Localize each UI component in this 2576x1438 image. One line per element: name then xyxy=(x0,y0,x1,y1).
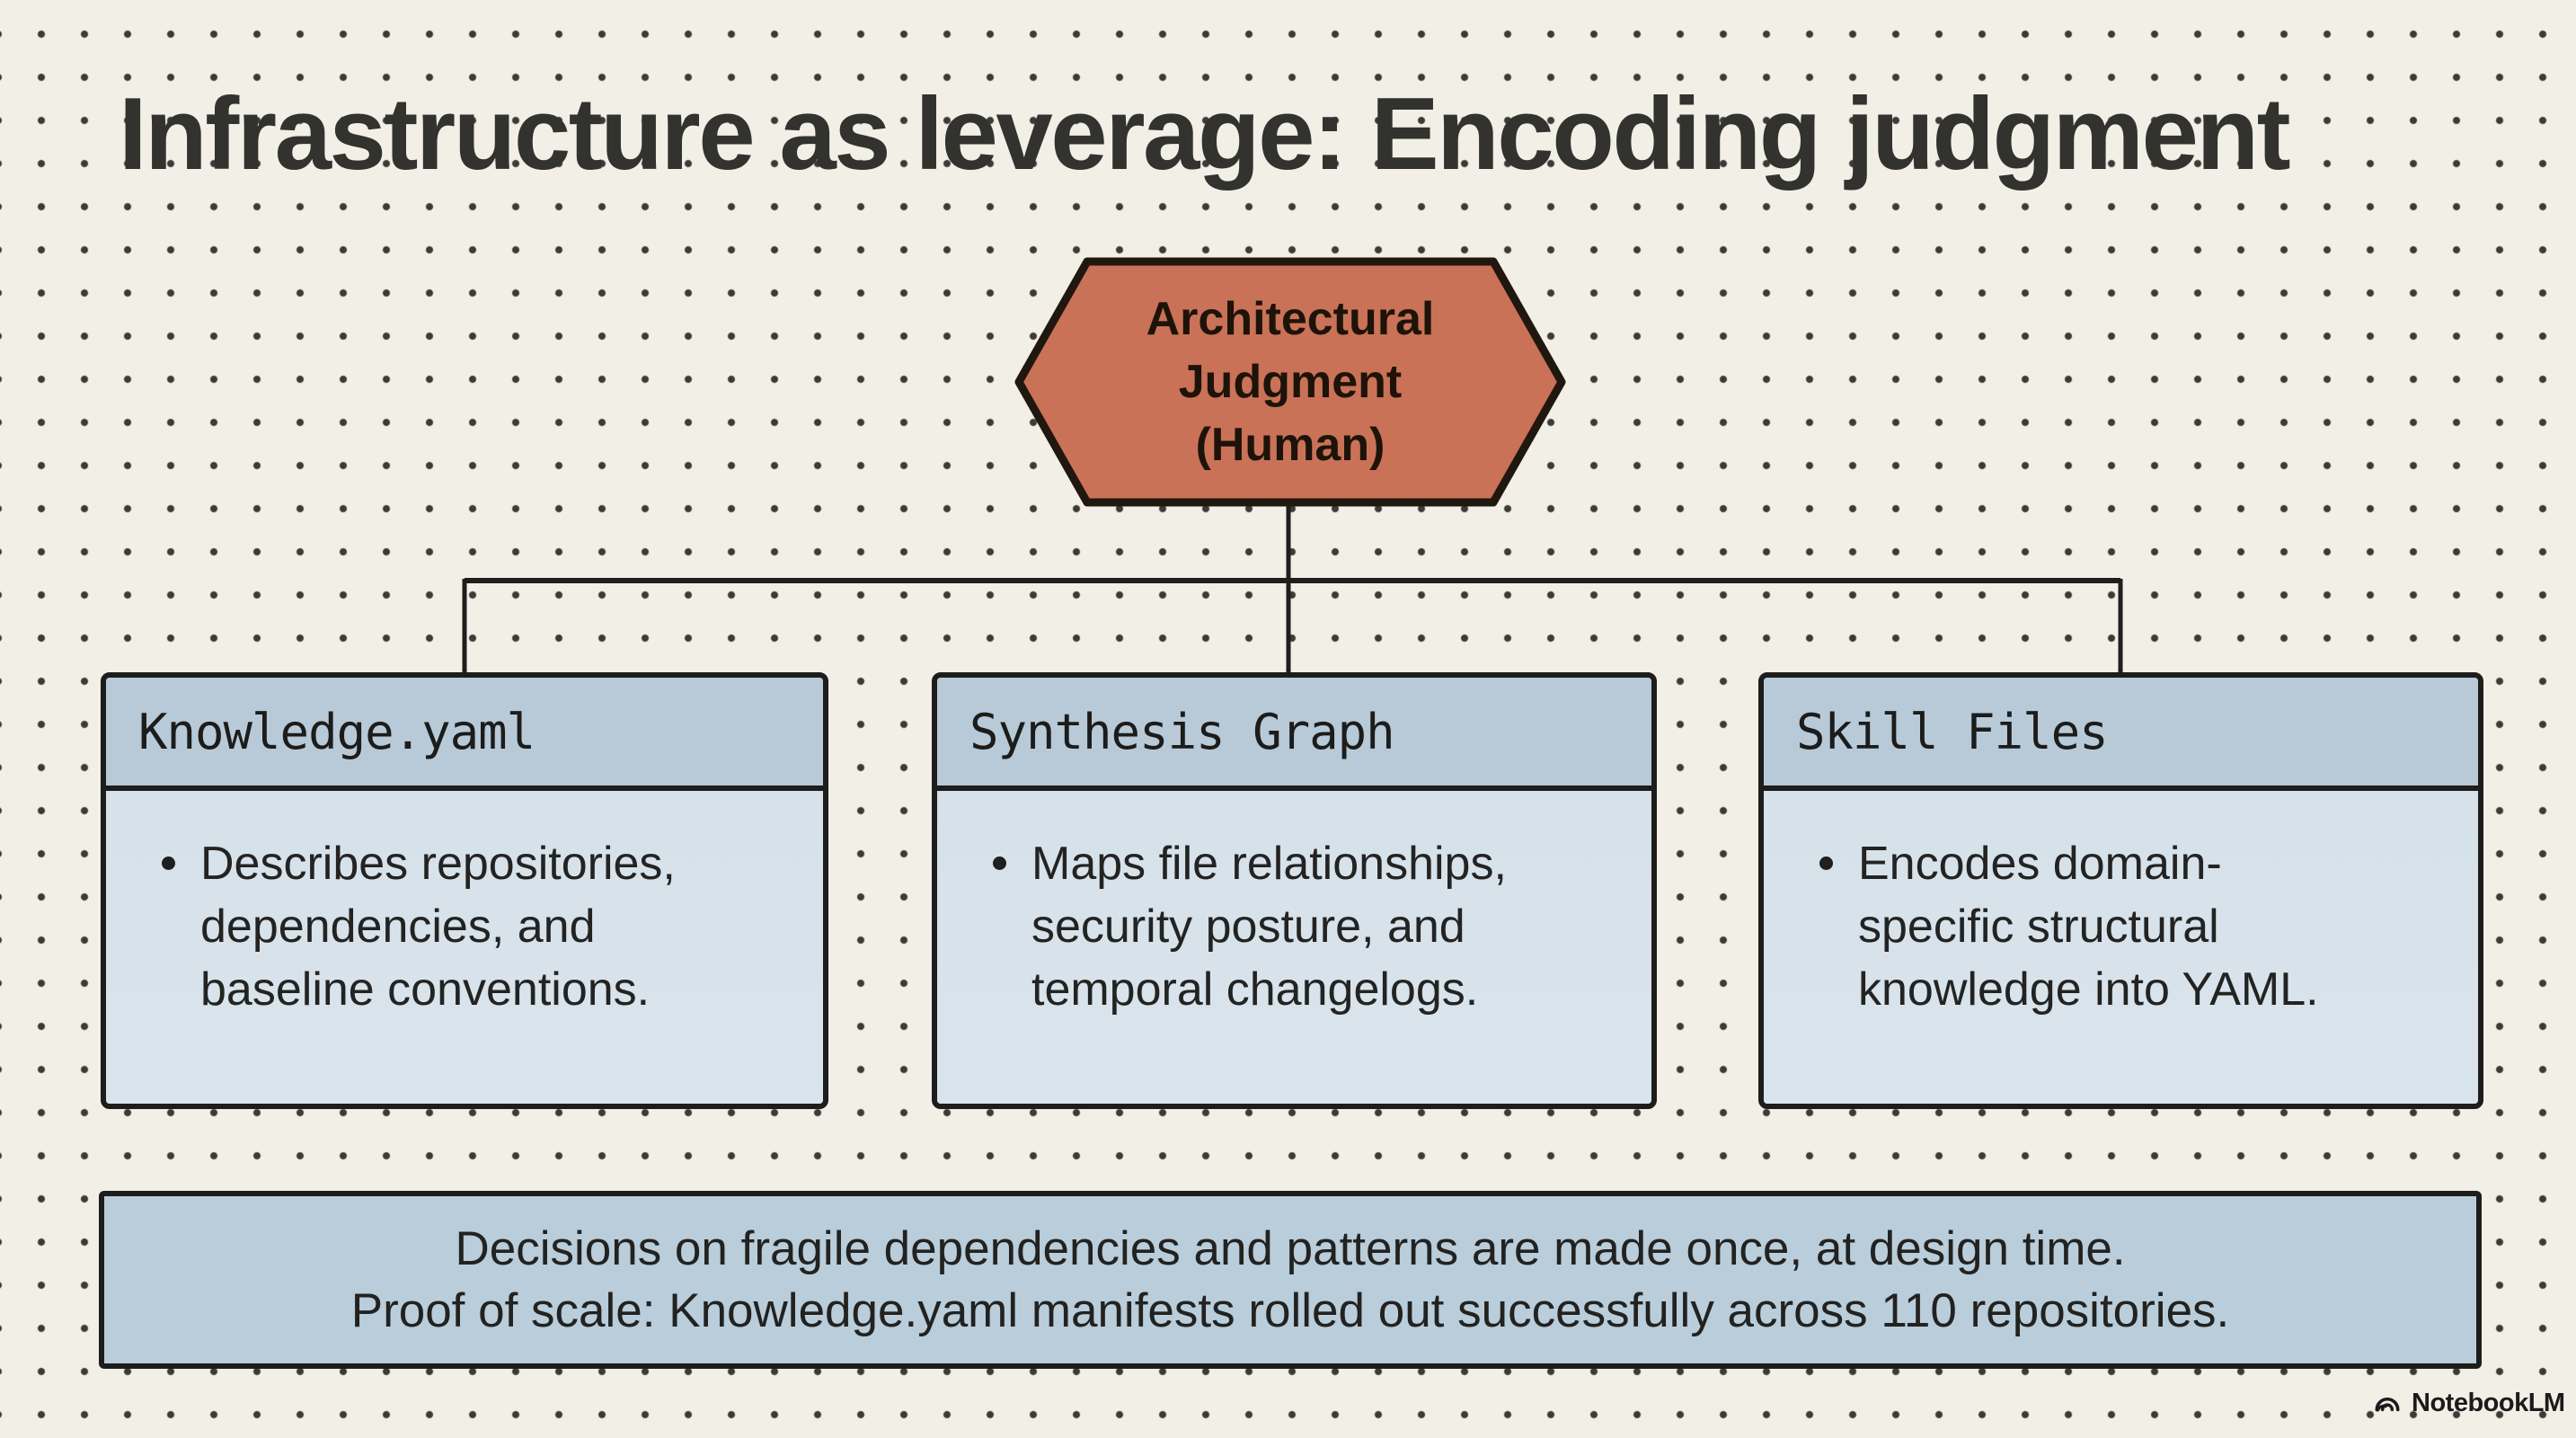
bullet-dot-icon xyxy=(1819,857,1833,870)
summary-banner-line2: Proof of scale: Knowledge.yaml manifests… xyxy=(350,1284,2230,1337)
hexagon-label: Architectural Judgment (Human) xyxy=(1014,256,1567,508)
hexagon-label-line3: (Human) xyxy=(1195,419,1385,471)
skill-files-card-header: Skill Files xyxy=(1764,678,2478,791)
knowledge-yaml-card-header: Knowledge.yaml xyxy=(106,678,823,791)
hexagon-shape-icon xyxy=(1014,257,1566,507)
summary-banner: Decisions on fragile dependencies and pa… xyxy=(99,1191,2482,1369)
synthesis-graph-card-header: Synthesis Graph xyxy=(937,678,1651,791)
bullet-dot-icon xyxy=(993,857,1006,870)
bullet-dot-icon xyxy=(162,857,175,870)
skill-files-card-body: Encodes domain-specific structural knowl… xyxy=(1764,791,2478,1104)
hexagon-label-line1: Architectural xyxy=(1146,293,1435,345)
notebooklm-watermark-label: NotebookLM xyxy=(2412,1388,2565,1417)
knowledge-yaml-card-body: Describes repositories, dependencies, an… xyxy=(106,791,823,1104)
architectural-judgment-node: Architectural Judgment (Human) xyxy=(1014,256,1567,508)
notebooklm-logo-icon xyxy=(2375,1398,2400,1412)
hexagon-label-line2: Judgment xyxy=(1178,356,1403,408)
skill-files-card: Skill Files Encodes domain-specific stru… xyxy=(1758,672,2483,1109)
synthesis-graph-bullet: Maps file relationships, security postur… xyxy=(1031,838,1507,1016)
knowledge-yaml-card: Knowledge.yaml Describes repositories, d… xyxy=(101,672,828,1109)
summary-banner-line1: Decisions on fragile dependencies and pa… xyxy=(455,1222,2126,1275)
knowledge-yaml-bullet: Describes repositories, dependencies, an… xyxy=(200,838,676,1016)
synthesis-graph-card-body: Maps file relationships, security postur… xyxy=(937,791,1651,1104)
skill-files-bullet: Encodes domain-specific structural knowl… xyxy=(1858,838,2319,1016)
page-title: Infrastructure as leverage: Encoding jud… xyxy=(119,77,2291,191)
notebooklm-watermark: NotebookLM xyxy=(2372,1388,2565,1418)
synthesis-graph-card: Synthesis Graph Maps file relationships,… xyxy=(932,672,1657,1109)
